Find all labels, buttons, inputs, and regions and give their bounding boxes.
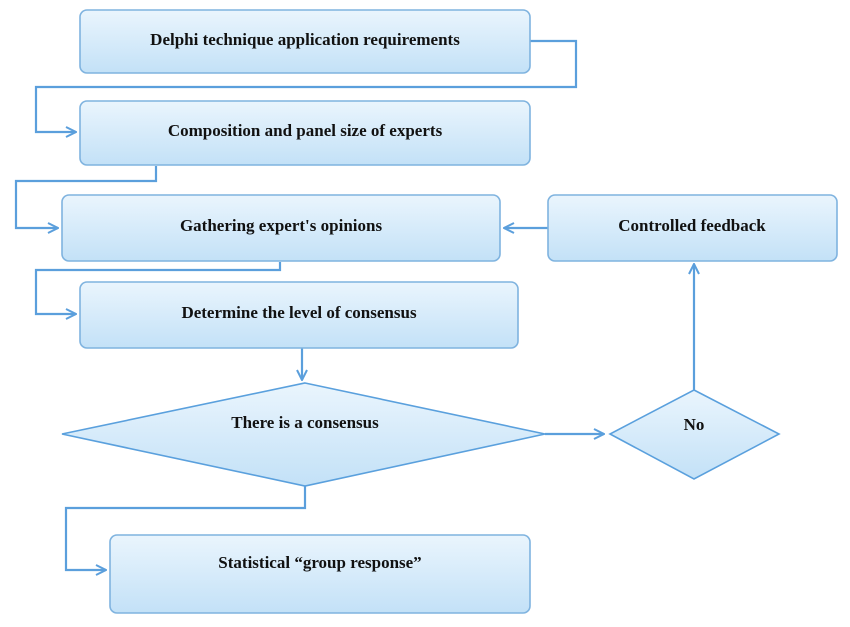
connector-gathering-to-determine — [34, 262, 282, 314]
node-determine: Determine the level of consensus — [79, 281, 519, 349]
node-composition-label: Composition and panel size of experts — [168, 121, 443, 140]
node-statistical-label: Statistical “group response” — [218, 553, 421, 572]
connector-consensus-to-statistical — [64, 486, 307, 570]
node-consensus-label: There is a consensus — [231, 413, 379, 432]
node-determine-label: Determine the level of consensus — [181, 303, 417, 322]
node-consensus-decision: There is a consensus — [61, 382, 546, 487]
node-requirements: Delphi technique application requirement… — [79, 9, 531, 74]
node-no-decision: No — [608, 389, 781, 480]
node-feedback: Controlled feedback — [547, 194, 838, 262]
node-composition: Composition and panel size of experts — [79, 100, 531, 166]
connector-requirements-to-composition — [34, 39, 578, 132]
node-feedback-label: Controlled feedback — [618, 216, 766, 235]
connector-composition-to-gathering — [14, 166, 158, 228]
node-gathering: Gathering expert's opinions — [61, 194, 501, 262]
node-gathering-label: Gathering expert's opinions — [180, 216, 383, 235]
node-no-label: No — [684, 415, 705, 434]
node-statistical: Statistical “group response” — [109, 534, 531, 614]
node-requirements-label: Delphi technique application requirement… — [150, 30, 460, 49]
